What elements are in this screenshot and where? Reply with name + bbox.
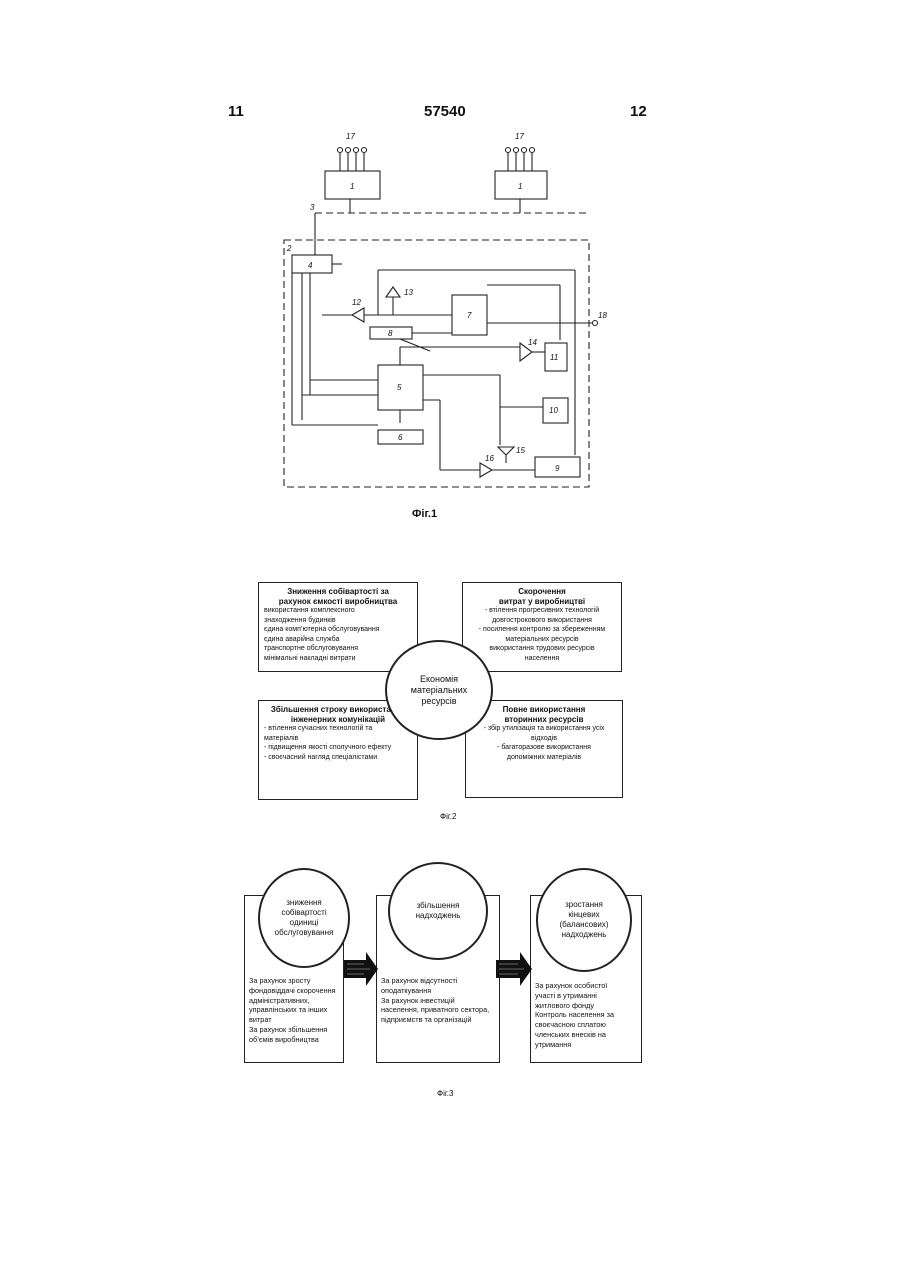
fig3-circle-1: зниження собівартості одиниці обслуговув… — [258, 868, 350, 968]
document-number: 57540 — [424, 103, 466, 120]
fig1-amplifier-16 — [480, 463, 492, 477]
fig1-caption: Фіг.1 — [412, 508, 437, 520]
fig1-enclosure-2 — [284, 240, 589, 487]
fig1-amplifier-12 — [352, 308, 364, 322]
fig3-arrow-1 — [344, 952, 378, 986]
fig3-panel-3-text: За рахунок особистої участі в утриманні … — [535, 981, 637, 1050]
fig3-circle-1-label: зниження собівартості одиниці обслуговув… — [275, 898, 334, 938]
fig1-label-4: 4 — [308, 261, 313, 270]
fig3-panel-1-text: За рахунок зросту фондовіддачі скороченн… — [249, 976, 339, 1045]
fig2-box-bottom-right: Повне використання вторинних ресурсів - … — [465, 700, 623, 798]
fig1-label-8: 8 — [388, 329, 393, 338]
fig3-circle-2-label: збільшення надходжень — [416, 901, 461, 921]
fig3-circle-3-label: зростання кінцевих (балансових) надходже… — [560, 900, 609, 940]
fig1-label-7: 7 — [467, 311, 472, 320]
fig1-terminals-right — [506, 148, 535, 172]
fig1-label-13: 13 — [404, 288, 413, 297]
fig1-label-17b: 17 — [515, 132, 524, 141]
fig2-top-left-title: Зниження собівартості за рахунок ємкості… — [264, 587, 412, 606]
fig3-panel-2-text: За рахунок відсутності оподаткування За … — [381, 976, 495, 1025]
fig1-label-16: 16 — [485, 454, 494, 463]
fig1-label-17a: 17 — [346, 132, 355, 141]
fig1-label-1b: 1 — [518, 182, 522, 191]
fig2-box-top-right: Скорочення витрат у виробництві - втілен… — [462, 582, 622, 672]
page-number-left: 11 — [228, 103, 244, 120]
fig1-block-diagram: 17 17 1 1 3 2 4 12 13 7 18 8 14 11 5 10 … — [270, 125, 615, 500]
fig2-bottom-left-body: - втілення сучасних технологій та матері… — [264, 724, 412, 762]
fig3-arrow-2 — [496, 952, 532, 986]
fig1-label-12: 12 — [352, 298, 361, 307]
fig2-top-right-title: Скорочення витрат у виробництві — [468, 587, 616, 606]
fig2-top-left-body: використання комплексного знаходження бу… — [264, 606, 412, 664]
fig3-caption: Фіг.3 — [437, 1089, 453, 1098]
fig3-circle-2: збільшення надходжень — [388, 862, 488, 960]
fig2-bottom-right-body: - збір утилізація та використання усіх в… — [471, 724, 617, 762]
fig2-bottom-right-title: Повне використання вторинних ресурсів — [471, 705, 617, 724]
fig1-label-1a: 1 — [350, 182, 354, 191]
fig1-label-15: 15 — [516, 446, 525, 455]
fig1-label-14: 14 — [528, 338, 537, 347]
fig2-caption: Фіг.2 — [440, 812, 456, 821]
fig1-label-10: 10 — [549, 406, 558, 415]
fig1-label-11: 11 — [550, 353, 558, 362]
fig1-output-13 — [386, 287, 400, 297]
fig1-amplifier-15 — [498, 447, 514, 455]
fig1-terminals-left — [338, 148, 367, 172]
fig2-box-top-left: Зниження собівартості за рахунок ємкості… — [258, 582, 418, 672]
fig1-label-3: 3 — [310, 203, 315, 212]
fig1-label-6: 6 — [398, 433, 403, 442]
fig1-label-5: 5 — [397, 383, 402, 392]
fig1-label-2: 2 — [286, 244, 292, 253]
fig2-center-ellipse: Економія матеріальних ресурсів — [385, 640, 493, 740]
fig1-label-9: 9 — [555, 464, 560, 473]
page-number-right: 12 — [630, 103, 647, 120]
fig3-circle-3: зростання кінцевих (балансових) надходже… — [536, 868, 632, 972]
fig1-label-18: 18 — [598, 311, 607, 320]
fig2-top-right-body: - втілення прогресивних технологій довго… — [468, 606, 616, 664]
fig2-center-label: Економія матеріальних ресурсів — [411, 674, 467, 707]
